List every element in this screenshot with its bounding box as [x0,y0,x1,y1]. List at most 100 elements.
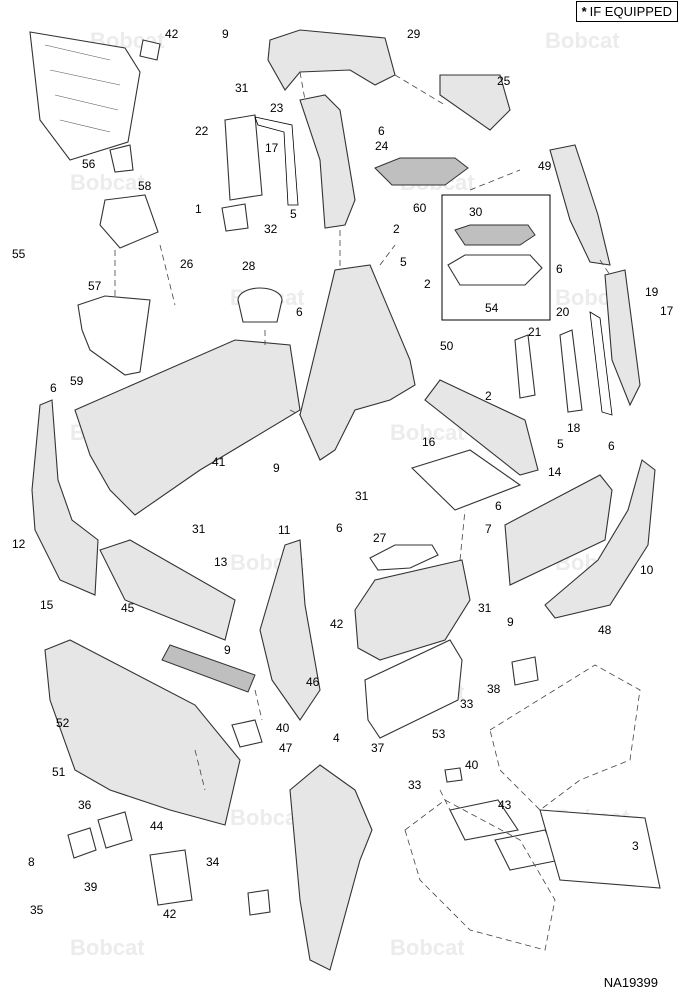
side-panel-14 [504,474,613,586]
watermark: Bobcat [390,420,465,445]
callout: 6 [495,499,502,513]
parts-layer [29,29,661,971]
asterisk-symbol: * [581,4,587,19]
callout: 53 [432,727,446,741]
callout: 52 [56,716,70,730]
callout: 3 [632,839,639,853]
vent-33 [231,719,263,748]
callout: 32 [264,222,278,236]
callout: 21 [528,325,542,339]
callout: 40 [465,758,479,772]
lid-27 [369,544,439,571]
trim-21b [559,329,583,413]
callout: 28 [242,259,256,273]
callout: 23 [270,101,284,115]
callout: 13 [214,555,228,569]
callout: 19 [645,285,659,299]
callout: 39 [84,880,98,894]
callout: 59 [70,374,84,388]
mounting-plate-52 [364,639,463,739]
clip-53 [444,767,463,783]
callout: 27 [373,531,387,545]
trim-panel-2 [424,379,539,476]
rear-window-panel [29,31,141,161]
callout: 6 [336,521,343,535]
callout-numbers: 42 9 29 31 23 22 6 24 25 17 1 5 2 56 58 … [12,27,674,921]
callout: 7 [485,522,492,536]
callout: 6 [50,381,57,395]
callout: 11 [278,523,291,537]
cover-58 [99,194,159,249]
grille-30 [454,224,536,246]
decal-42c [511,656,539,686]
fender-outline [489,664,641,811]
pillar-shell-50 [299,264,416,461]
watermark: Bobcat [390,935,465,960]
callout: 20 [556,305,570,319]
decal [139,39,161,61]
callout: 1 [195,202,202,216]
pad-43 [539,809,661,889]
callout: 17 [660,304,674,318]
callout: 2 [393,222,400,236]
if-equipped-legend: *IF EQUIPPED [575,1,678,22]
leader-lines [114,71,611,811]
callout: 43 [498,798,512,812]
callout: 51 [52,765,66,779]
callout: 33 [460,697,474,711]
pillar-12 [31,399,99,596]
callout: 56 [82,157,96,171]
callout: 9 [273,461,280,475]
callout: 2 [424,277,431,291]
callout: 12 [12,537,26,551]
callout: 41 [212,455,226,469]
callout: 4 [333,731,340,745]
callout: 9 [224,643,231,657]
watermark: Bobcat [70,935,145,960]
callout: 42 [330,617,344,631]
floor-mat-16 [410,449,522,511]
storage-box-15 [354,559,471,661]
diagram-reference-code: NA19399 [603,975,658,990]
callout: 31 [192,522,206,536]
callout: 35 [30,903,44,917]
callout: 10 [640,563,654,577]
callout: 5 [400,255,407,269]
callout: 48 [598,623,612,637]
callout: 2 [485,389,492,403]
callout: 42 [163,907,177,921]
pillar-19 [604,269,641,407]
callout: 49 [538,159,552,173]
callout: 54 [485,301,499,315]
seal-strip-23 [254,116,299,206]
callout: 37 [371,741,385,755]
ring-34 [67,827,97,859]
vent-33b [97,811,133,849]
optional-equipment-box [441,194,551,321]
callout: 5 [557,437,564,451]
watermark: Bobcat [545,28,620,53]
callout: 16 [422,435,436,449]
callout: 46 [306,675,320,689]
callout: 9 [222,27,229,41]
side-panel-13 [544,459,656,619]
callout: 38 [487,682,501,696]
callout: 15 [40,598,54,612]
callout: 29 [407,27,421,41]
callout: 18 [567,421,581,435]
callout: 45 [121,601,135,615]
grille-60 [374,157,469,186]
pillar-11 [259,539,321,721]
callout: 6 [378,124,385,138]
plate-35 [149,849,193,906]
storage-bin-59 [77,295,151,376]
callout: 47 [279,741,293,755]
callout: 24 [375,139,389,153]
callout: 6 [296,305,303,319]
callout: 55 [12,247,26,261]
callout: 58 [138,179,152,193]
trim-21 [514,334,536,399]
pillar-24 [299,94,356,229]
